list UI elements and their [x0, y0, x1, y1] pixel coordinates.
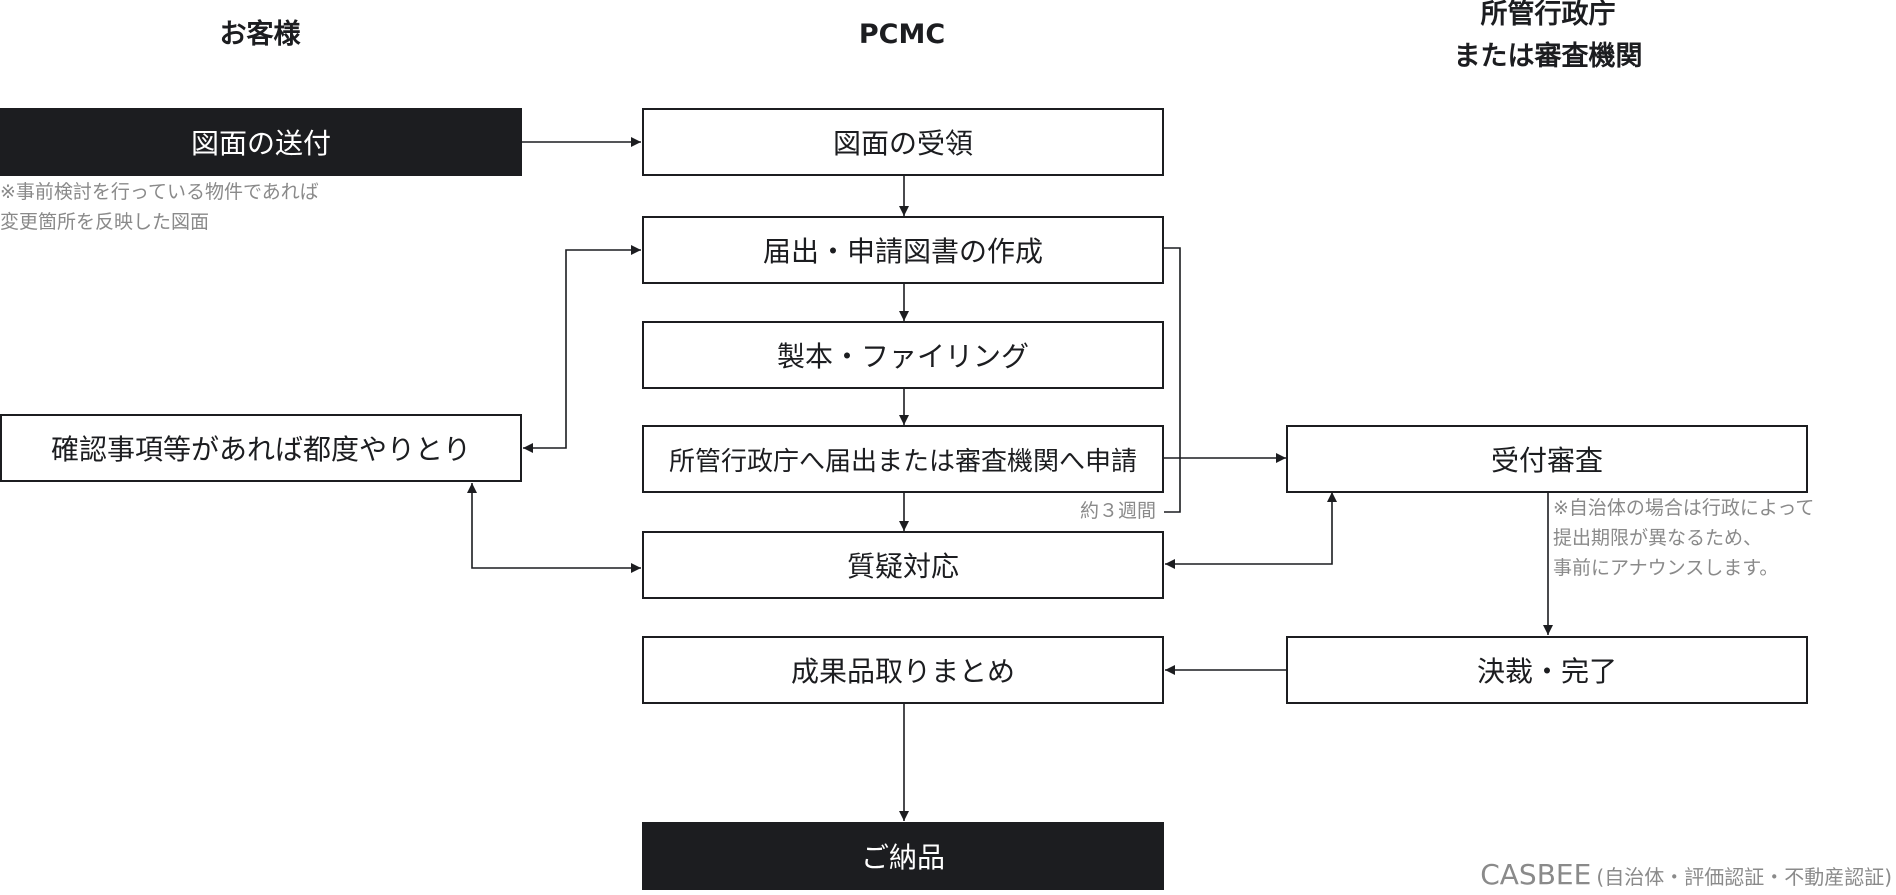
send-drawings-note-line2: 変更箇所を反映した図面 [0, 211, 210, 233]
column-header-authority-line1: 所管行政庁 [1480, 0, 1616, 30]
step-binding-filing: 製本・ファイリング [642, 321, 1164, 389]
footer-title: CASBEE [1480, 858, 1592, 891]
step-send-drawings: 図面の送付 [0, 108, 522, 176]
column-header-pcmc: PCMC [858, 19, 946, 50]
step-receive-drawings: 図面の受領 [642, 108, 1164, 176]
duration-label: 約３週間 [1080, 500, 1157, 522]
step-create-documents: 届出・申請図書の作成 [642, 216, 1164, 284]
step-confirm-exchange: 確認事項等があれば都度やりとり [0, 414, 522, 482]
arrow-review-qa [1165, 492, 1337, 569]
column-header-authority: 所管行政庁 または審査機関 [1398, 0, 1698, 78]
footer-subtitle: (自治体・評価認証・不動産認証) [1596, 865, 1892, 889]
column-header-authority-line2: または審査機関 [1453, 41, 1643, 72]
acceptance-review-note: ※自治体の場合は行政によって 提出期限が異なるため、 事前にアナウンスします。 [1553, 493, 1814, 583]
acceptance-review-note-line2: 提出期限が異なるため、 [1553, 527, 1763, 549]
step-delivery: ご納品 [642, 822, 1164, 890]
step-compile-deliverables: 成果品取りまとめ [642, 636, 1164, 704]
step-submit-application: 所管行政庁へ届出または審査機関へ申請 [642, 425, 1164, 493]
step-qa-response: 質疑対応 [642, 531, 1164, 599]
arrow-exchange-qa [467, 483, 641, 573]
step-approval-complete: 決裁・完了 [1286, 636, 1808, 704]
send-drawings-note-line1: ※事前検討を行っている物件であれば [0, 181, 319, 203]
arrow-exchange-create [523, 245, 641, 453]
acceptance-review-note-line1: ※自治体の場合は行政によって [1553, 497, 1815, 519]
footer-caption: CASBEE (自治体・評価認証・不動産認証) [1480, 858, 1892, 891]
column-header-customer: お客様 [219, 19, 301, 50]
send-drawings-note: ※事前検討を行っている物件であれば 変更箇所を反映した図面 [0, 177, 319, 237]
bracket-duration [1164, 247, 1181, 513]
step-acceptance-review: 受付審査 [1286, 425, 1808, 493]
acceptance-review-note-line3: 事前にアナウンスします。 [1553, 557, 1779, 579]
